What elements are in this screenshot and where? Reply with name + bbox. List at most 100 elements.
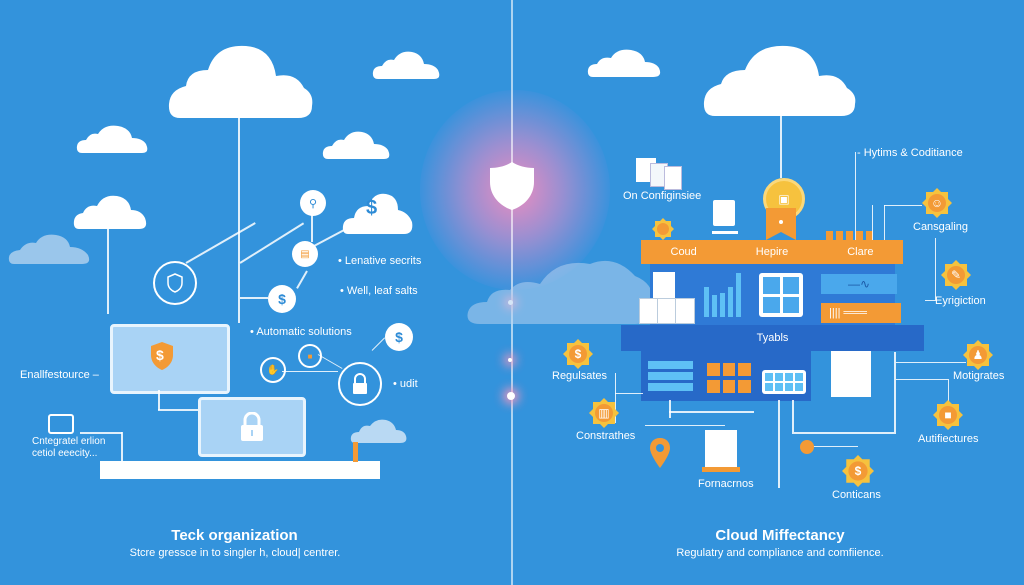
- cloud-icon: [372, 50, 442, 80]
- bullet-label: • Well, leaf salts: [340, 285, 418, 297]
- label-constrathes: Constrathes: [576, 430, 636, 442]
- cloud-icon: [76, 124, 150, 154]
- dollar-badge-icon: $: [842, 455, 874, 487]
- orange-post: [353, 442, 358, 462]
- shield-dollar-icon: $: [149, 341, 175, 376]
- shield-icon: [488, 160, 536, 217]
- connector-line: [925, 300, 937, 301]
- hand-node-icon[interactable]: ✋: [260, 357, 286, 383]
- label-on-configurisee: On Configinsiee: [623, 190, 702, 202]
- bulb-node-icon[interactable]: ⚲: [300, 190, 326, 216]
- storage-bar: [648, 372, 693, 380]
- header-bar: Coud Hepire Clare: [641, 240, 903, 264]
- connector-line: [872, 205, 873, 243]
- dollar-node-icon[interactable]: $: [268, 285, 296, 313]
- connector-line: [313, 226, 350, 247]
- label-formacrnos: Fornacrnos: [698, 478, 754, 490]
- bullet-label: • Lenative secrits: [338, 255, 422, 267]
- ribbon-icon: [766, 208, 796, 245]
- connector-line: [808, 446, 858, 447]
- cloud-icon-faint: [8, 233, 92, 265]
- label-regulsates: Regulsates: [552, 370, 608, 382]
- connector-line: [778, 400, 780, 488]
- storage-bar: [648, 361, 693, 369]
- header-item-hepire[interactable]: Hepire: [755, 246, 789, 258]
- bullet-label: • udit: [393, 378, 418, 390]
- cloud-icon-large: [703, 42, 857, 118]
- connector-line: [792, 432, 894, 434]
- connector-line: [121, 432, 123, 462]
- right-panel-subtitle: Regulatry and compliance and comfiience.: [676, 547, 884, 559]
- cloud-icon-large: [168, 42, 314, 120]
- label-cansgaling: Cansgaling: [913, 221, 969, 233]
- lock-badge-icon: ■: [933, 400, 963, 430]
- bar-chart-icon: [704, 273, 744, 317]
- calendar-grid-icon: [762, 370, 806, 394]
- person-badge-icon: ♟: [963, 340, 993, 370]
- documents-stack-icon: [639, 272, 695, 324]
- document-base: [712, 231, 738, 234]
- shield-node-icon[interactable]: [153, 261, 197, 305]
- storage-bar: [648, 383, 693, 391]
- connector-line: [894, 352, 896, 434]
- form-document-base: [702, 467, 740, 472]
- connector-line: [107, 229, 109, 314]
- monitor-shield: $: [110, 324, 230, 394]
- connector-line: [896, 362, 966, 363]
- header-item-clare[interactable]: Clare: [847, 246, 874, 258]
- server-cloud-icon: [350, 418, 408, 444]
- connector-line: [240, 297, 268, 299]
- documents-icon: [636, 158, 682, 190]
- header-item-coud[interactable]: Coud: [670, 246, 697, 258]
- glow-dot: [507, 392, 515, 400]
- tool-badge-icon: ✎: [941, 260, 971, 290]
- gear-badge-icon: [652, 218, 674, 240]
- cloud-icon: [73, 194, 149, 230]
- grid-window-icon: [759, 273, 803, 317]
- tables-bar[interactable]: Tyabls: [621, 325, 924, 351]
- left-panel-subtitle: Stcre gressce in to singler h, cloud| ce…: [129, 547, 341, 559]
- form-document-icon: [705, 430, 737, 470]
- connector-line: [158, 390, 160, 410]
- user-badge-icon: ☺: [922, 188, 952, 218]
- label-enalifestource: Enallfestource –: [20, 369, 99, 381]
- briefcase-icon: [48, 414, 74, 434]
- connector-line: [311, 212, 313, 242]
- connector-line: [669, 400, 671, 418]
- location-pin-icon: [650, 438, 670, 473]
- lock-node-icon[interactable]: [338, 362, 382, 406]
- orange-tabs: [826, 231, 876, 243]
- connector-line: [296, 270, 308, 289]
- cloud-icon: [587, 48, 663, 78]
- connector-line: [896, 379, 948, 380]
- connector-line: [238, 118, 240, 323]
- background-cloud: [465, 250, 655, 325]
- briefcase-node-icon[interactable]: ■: [298, 344, 322, 368]
- server-rack-icon: |||| ═══: [821, 303, 901, 323]
- connector-line: [615, 393, 643, 394]
- money-badge-icon: $: [563, 339, 593, 369]
- connector-line: [317, 354, 343, 369]
- connector-line: [282, 371, 338, 372]
- bullet-label: • Automatic solutions: [250, 326, 352, 338]
- connector-line: [80, 432, 122, 434]
- cloud-icon: [322, 130, 392, 160]
- connector-line: [855, 152, 856, 242]
- orange-slots-icon: [707, 363, 751, 393]
- label-motigrates: Motigrates: [953, 370, 1005, 382]
- connector-line: [158, 409, 200, 411]
- document-icon: [713, 200, 735, 226]
- connector-line: [884, 205, 885, 243]
- label-eyrigiction: Eyrigiction: [935, 295, 986, 307]
- connector-line: [371, 337, 386, 351]
- left-panel-title: Teck organization: [171, 527, 298, 544]
- base-platform: [100, 461, 380, 479]
- connector-line: [669, 411, 754, 413]
- connector-line: [935, 238, 936, 300]
- glow-dot: [508, 358, 512, 362]
- tables-bar-label: Tyabls: [756, 332, 789, 344]
- lock-icon: [241, 412, 263, 441]
- connector-line: [615, 373, 616, 423]
- dollar-node-icon[interactable]: $: [385, 323, 413, 351]
